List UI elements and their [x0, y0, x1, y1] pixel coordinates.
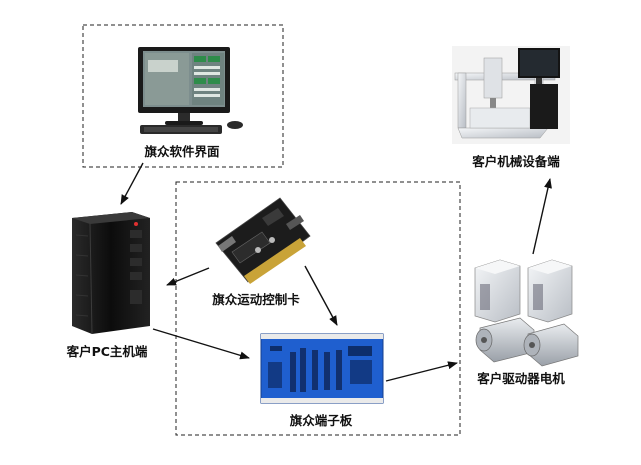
dispensing-robot-icon [452, 46, 570, 144]
customer-equipment-label: 客户机械设备端 [471, 154, 560, 169]
arrow-card-to-board [304, 265, 338, 326]
terminal-board-icon [260, 333, 384, 404]
industrial-pc-icon [72, 212, 150, 335]
desktop-computer-icon [138, 47, 243, 134]
motion-control-card-label: 旗众运动控制卡 [212, 292, 300, 307]
software-dashed-box [82, 24, 284, 168]
arrow-software-to-pc [120, 162, 144, 205]
arrow-card-to-pc [166, 267, 210, 286]
arrow-motor-to-equipment [532, 178, 552, 255]
terminal-board-label: 旗众端子板 [290, 413, 353, 428]
controller-dashed-box [175, 181, 461, 436]
servo-drive-motor-icon [474, 259, 579, 367]
software-ui-label: 旗众软件界面 [144, 144, 220, 159]
arrow-board-to-motor [385, 361, 458, 382]
customer-drive-motor-label: 客户驱动器电机 [476, 371, 565, 386]
arrow-pc-to-board [152, 328, 250, 360]
customer-pc-label: 客户PC主机端 [66, 344, 148, 359]
motion-control-card-icon [215, 197, 311, 284]
